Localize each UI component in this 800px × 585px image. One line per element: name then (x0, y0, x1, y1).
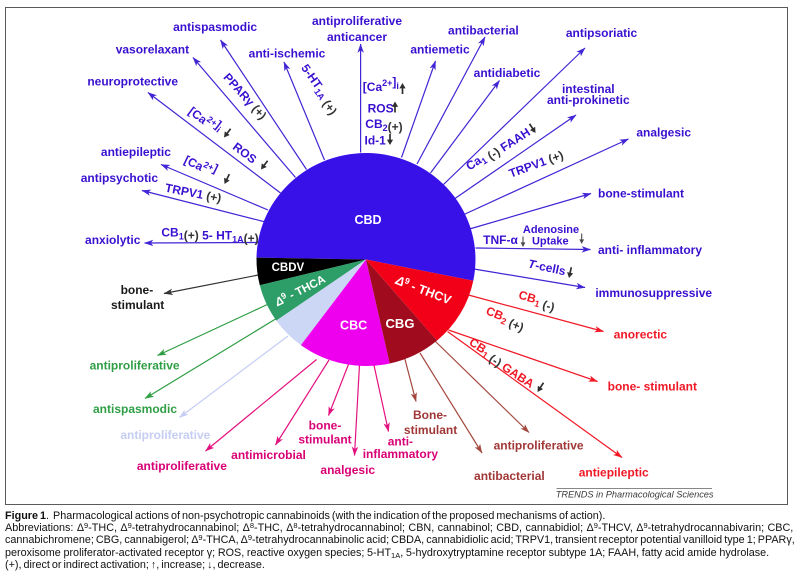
svg-text:antiproliferative: antiproliferative (137, 459, 227, 473)
svg-text:anti-ischemic: anti-ischemic (249, 47, 326, 61)
svg-text:CB2(+): CB2(+) (365, 117, 402, 134)
svg-text:CBDV: CBDV (272, 262, 305, 274)
svg-text:antiemetic: antiemetic (410, 43, 470, 57)
svg-text:anti-: anti- (388, 434, 413, 448)
svg-text:inflammatory: inflammatory (363, 447, 439, 461)
svg-text:antipsoriatic: antipsoriatic (566, 26, 638, 40)
svg-text:stimulant: stimulant (404, 423, 457, 437)
svg-text:analgesic: analgesic (320, 463, 375, 477)
svg-text:Id-1↓: Id-1↓ (365, 133, 392, 147)
svg-text:antispasmodic: antispasmodic (173, 20, 257, 34)
svg-text:neuroprotective: neuroprotective (87, 75, 178, 89)
svg-text:anxiolytic: anxiolytic (85, 233, 141, 247)
svg-text:antidiabetic: antidiabetic (474, 66, 541, 80)
svg-text:antiepileptic: antiepileptic (101, 145, 171, 159)
svg-text:antipsychotic: antipsychotic (81, 171, 159, 185)
svg-text:antiproliferative: antiproliferative (494, 439, 584, 453)
svg-text:analgesic: analgesic (636, 126, 691, 140)
svg-text:anorectic: anorectic (614, 328, 668, 342)
svg-text:intestinal: intestinal (562, 82, 615, 96)
svg-text:antimicrobial: antimicrobial (231, 448, 306, 462)
svg-text:antibacterial: antibacterial (474, 469, 545, 483)
svg-text:antiproliferative: antiproliferative (90, 358, 180, 372)
svg-text:TRENDS in Pharmacological Scie: TRENDS in Pharmacological Sciences (556, 490, 714, 500)
svg-text:ROS↑: ROS↑ (368, 101, 400, 115)
svg-text:CBG: CBG (386, 316, 415, 331)
svg-text:vasorelaxant: vasorelaxant (116, 42, 189, 56)
svg-text:antiepileptic: antiepileptic (579, 466, 649, 480)
svg-text:stimulant: stimulant (298, 433, 351, 447)
svg-text:CBC: CBC (340, 319, 367, 333)
svg-text:anti- inflammatory: anti- inflammatory (598, 243, 702, 257)
svg-text:CBD: CBD (354, 213, 381, 227)
svg-text:bone- stimulant: bone- stimulant (608, 380, 697, 394)
svg-text:anticancer: anticancer (327, 30, 387, 44)
svg-text:antiproliferative: antiproliferative (312, 14, 402, 28)
svg-text:antibacterial: antibacterial (448, 24, 519, 38)
svg-text:bone-: bone- (121, 283, 154, 297)
svg-text:anti-prokinetic: anti-prokinetic (547, 93, 630, 107)
svg-text:antiproliferative: antiproliferative (120, 428, 210, 442)
svg-text:TNF-α↓: TNF-α↓ (483, 233, 524, 247)
svg-text:Uptake: Uptake (532, 235, 569, 247)
svg-text:bone-: bone- (309, 419, 342, 433)
svg-text:bone-stimulant: bone-stimulant (598, 187, 684, 201)
svg-text:stimulant: stimulant (111, 298, 164, 312)
svg-text:antispasmodic: antispasmodic (93, 402, 177, 416)
svg-text:Adenosine: Adenosine (523, 224, 579, 236)
svg-text:immunosuppressive: immunosuppressive (595, 286, 712, 300)
svg-text:Bone-: Bone- (413, 408, 447, 422)
